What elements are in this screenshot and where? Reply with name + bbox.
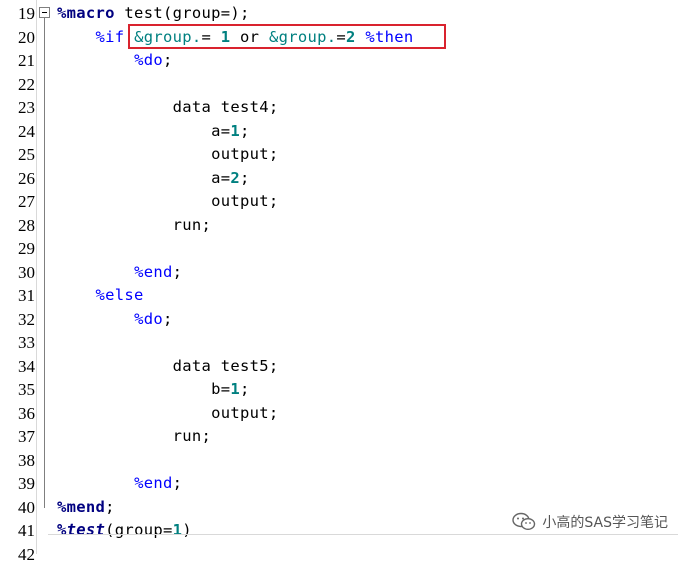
code-text: %mend;	[57, 496, 115, 519]
code-text: output;	[57, 143, 279, 166]
code-line[interactable]: 36 output;	[0, 402, 678, 426]
code-line[interactable]: 25 output;	[0, 143, 678, 167]
code-text: output;	[57, 190, 279, 213]
watermark-text: 小高的SAS学习笔记	[542, 512, 668, 532]
code-line[interactable]: 24 a=1;	[0, 120, 678, 144]
code-line[interactable]: 31 %else	[0, 284, 678, 308]
line-number: 39	[0, 472, 35, 495]
code-line[interactable]: 35 b=1;	[0, 378, 678, 402]
line-number: 35	[0, 378, 35, 401]
fold-guide	[44, 18, 45, 508]
code-text: data test4;	[57, 96, 279, 119]
line-number: 21	[0, 49, 35, 72]
code-text: %else	[57, 284, 144, 307]
code-line[interactable]: 34 data test5;	[0, 355, 678, 379]
code-line[interactable]: 27 output;	[0, 190, 678, 214]
code-editor[interactable]: 19%macro test(group=);20 %if &group.= 1 …	[0, 0, 678, 554]
code-text: %do;	[57, 308, 173, 331]
watermark: 小高的SAS学习笔记	[512, 512, 668, 532]
code-line[interactable]: 23 data test4;	[0, 96, 678, 120]
code-line[interactable]: 38	[0, 449, 678, 473]
code-text: run;	[57, 214, 211, 237]
code-line[interactable]: 33	[0, 331, 678, 355]
code-line[interactable]: 32 %do;	[0, 308, 678, 332]
code-line[interactable]: 37 run;	[0, 425, 678, 449]
line-number: 26	[0, 167, 35, 190]
code-text: run;	[57, 425, 211, 448]
line-number: 30	[0, 261, 35, 284]
code-text: b=1;	[57, 378, 250, 401]
code-text: data test5;	[57, 355, 279, 378]
line-number: 25	[0, 143, 35, 166]
current-line-indicator	[48, 534, 678, 535]
line-number: 22	[0, 73, 35, 96]
code-line[interactable]: 21 %do;	[0, 49, 678, 73]
line-number: 33	[0, 331, 35, 354]
highlight-box	[128, 24, 446, 49]
line-number: 40	[0, 496, 35, 519]
line-number: 34	[0, 355, 35, 378]
line-number: 20	[0, 26, 35, 49]
collapse-icon[interactable]	[39, 7, 50, 18]
line-number: 42	[0, 543, 35, 566]
code-line[interactable]: 26 a=2;	[0, 167, 678, 191]
line-number: 23	[0, 96, 35, 119]
code-line[interactable]: 30 %end;	[0, 261, 678, 285]
code-text: %test(group=1)	[57, 519, 192, 542]
line-number: 41	[0, 519, 35, 542]
code-line[interactable]: 28 run;	[0, 214, 678, 238]
line-number: 19	[0, 2, 35, 25]
line-number: 37	[0, 425, 35, 448]
code-line[interactable]: 39 %end;	[0, 472, 678, 496]
code-text: a=1;	[57, 120, 250, 143]
wechat-icon	[512, 512, 536, 532]
line-number: 36	[0, 402, 35, 425]
code-text: %do;	[57, 49, 173, 72]
line-number: 32	[0, 308, 35, 331]
code-line[interactable]: 19 %macro test(group=);	[0, 2, 678, 26]
line-number: 24	[0, 120, 35, 143]
code-line[interactable]: 29	[0, 237, 678, 261]
code-text: a=2;	[57, 167, 250, 190]
line-number: 29	[0, 237, 35, 260]
line-number: 38	[0, 449, 35, 472]
code-line[interactable]: 42	[0, 543, 678, 566]
code-text: %macro test(group=);	[57, 2, 250, 25]
line-number: 28	[0, 214, 35, 237]
code-text: %end;	[57, 472, 182, 495]
code-text: output;	[57, 402, 279, 425]
line-number: 31	[0, 284, 35, 307]
code-text: %end;	[57, 261, 182, 284]
line-number: 27	[0, 190, 35, 213]
code-line[interactable]: 22	[0, 73, 678, 97]
